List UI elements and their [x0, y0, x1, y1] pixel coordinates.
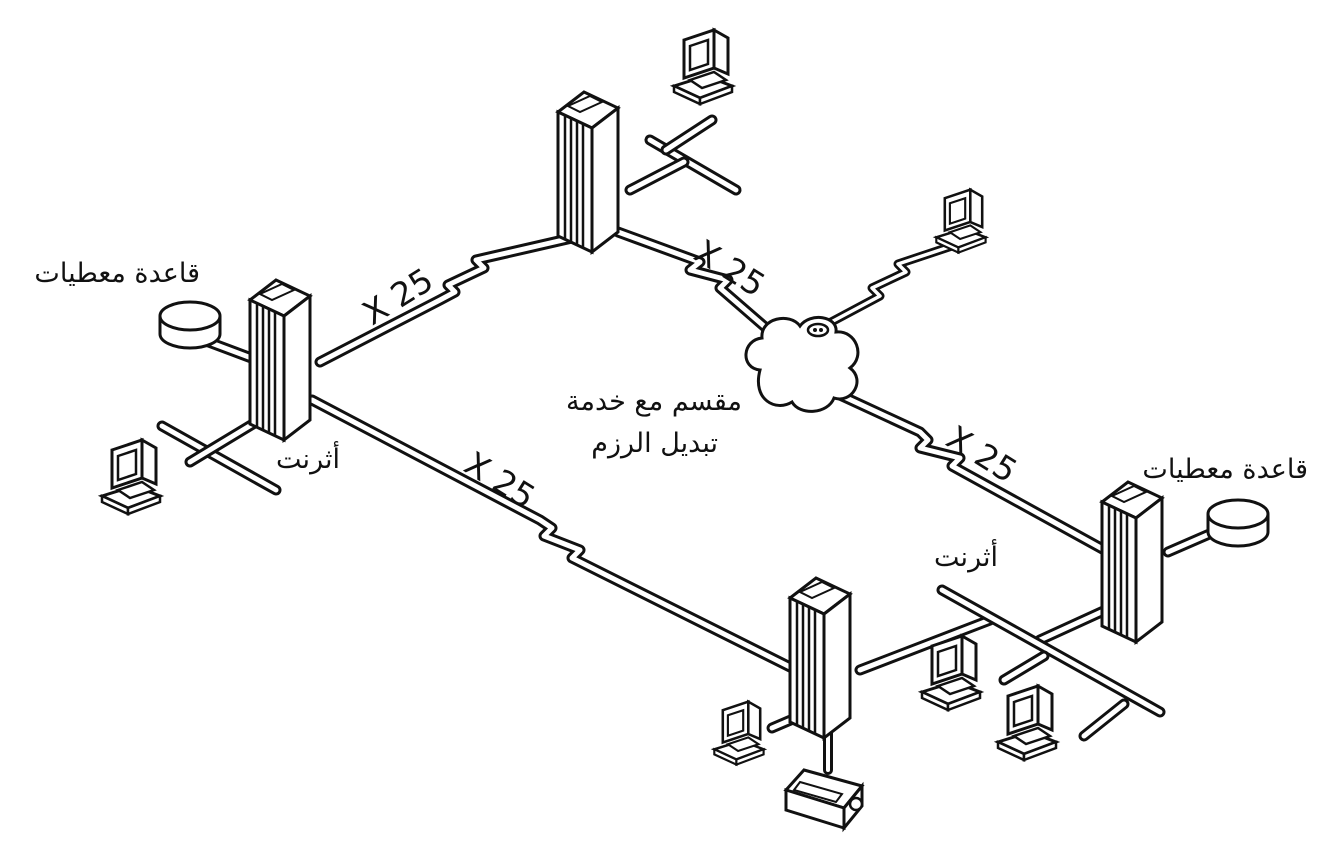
- computer-right-2: [996, 684, 1058, 762]
- terminal-bottom: [713, 700, 765, 766]
- right-server-ethernet-link: [1034, 602, 1116, 646]
- bottom-server-ethernet-link: [854, 614, 996, 676]
- server-top-left: [248, 278, 312, 442]
- label-database-top-left: قاعدة معطيات: [34, 258, 200, 289]
- label-ethernet-left: أثرنت: [276, 440, 340, 475]
- label-switch-line2: تبديل الرزم: [591, 428, 718, 459]
- printer-icon: [783, 768, 865, 833]
- top-ethernet-segment: [624, 114, 742, 196]
- database-top-left: [158, 300, 222, 350]
- packet-switch-cloud-icon: [744, 316, 860, 413]
- network-links: [156, 114, 1220, 775]
- x25-link-bottom-left: [306, 394, 806, 678]
- x25-link-top-right: [612, 226, 786, 346]
- computer-top: [672, 28, 734, 106]
- cloud-terminal-link: [815, 241, 957, 333]
- server-top: [556, 90, 620, 254]
- right-ethernet-segment: [936, 584, 1166, 742]
- label-database-right: قاعدة معطيات: [1142, 454, 1308, 485]
- x25-link-right: [834, 389, 1114, 558]
- computer-left: [100, 438, 162, 516]
- terminal-top-right: [935, 188, 987, 254]
- server-right: [1100, 480, 1164, 644]
- label-switch-line1: مقسم مع خدمة: [566, 386, 742, 417]
- computer-right-1: [920, 634, 982, 712]
- label-ethernet-right: أثرنت: [934, 538, 998, 573]
- server-bottom: [788, 576, 852, 740]
- right-server-database-link: [1162, 526, 1220, 558]
- x25-link-top-left: [314, 226, 604, 368]
- database-right: [1206, 498, 1270, 548]
- label-x25-bottom-left: X 25: [458, 444, 542, 517]
